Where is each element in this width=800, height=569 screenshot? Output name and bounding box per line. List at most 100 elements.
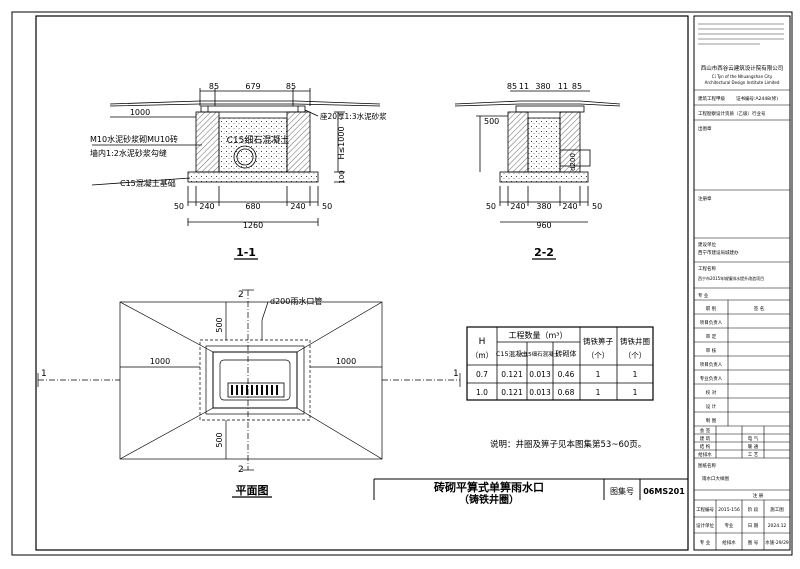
sign-header-name: 签 名 — [754, 305, 764, 312]
cut-2-top: 2 — [238, 290, 244, 300]
coop-cell: 电 气 — [748, 435, 759, 442]
dim-bottom-3: 680 — [245, 202, 260, 211]
stage-label: 专 业 — [698, 292, 709, 299]
stamp-label: 注 册 — [753, 492, 764, 499]
grate-bar — [271, 385, 273, 395]
section-1-1 — [91, 88, 381, 226]
footer-cell: 阶 段 — [748, 506, 759, 513]
cert-no: 证书编号:A2448(修) — [736, 95, 778, 102]
table-cell: 1 — [596, 388, 601, 397]
project-label: 工程名称 — [698, 265, 716, 272]
col-c15-fine: C15细石混凝土 — [521, 350, 560, 358]
table-cell: 0.7 — [476, 370, 488, 379]
table-cell: 0.013 — [529, 370, 551, 379]
drawing-note: 说明：井圈及箅子见本图集第53~60页。 — [490, 439, 646, 450]
plan-dim-top: 500 — [215, 317, 224, 332]
grate-bar — [261, 385, 263, 395]
dim22-top-1: 85 — [507, 82, 517, 91]
quantity-table — [466, 326, 654, 401]
base-height: 100 — [338, 170, 346, 183]
coop-label: 会 签 — [700, 427, 711, 434]
footer-cell: 2015-156 — [718, 507, 740, 513]
footer-cell: 设计单位 — [696, 522, 714, 529]
footer-cell: 工程编号 — [696, 506, 714, 513]
client: 西宁市建设局城建办 — [698, 249, 739, 256]
drawing-frame — [35, 15, 689, 551]
col-ring: 铸铁井圈 — [620, 336, 650, 346]
drawing-title-box — [373, 478, 688, 500]
plan-dim-bottom: 500 — [215, 432, 224, 447]
col-h: H — [479, 337, 486, 347]
drawing-title-1: 砖砌平算式单箅雨水口 — [434, 480, 544, 494]
cut-2-bottom: 2 — [238, 465, 244, 475]
dim22-top-4: 11 — [558, 82, 568, 91]
table-cell: 1 — [633, 388, 638, 397]
quantity-table-text: H （m） 工程数量（m³） C15混凝土 C15细石混凝土 砖砌体 铸铁箅子 … — [471, 330, 650, 397]
sign-row: 项目负责人 — [700, 361, 723, 368]
grate-bar — [241, 385, 243, 395]
plan-title: 平面图 — [236, 484, 269, 497]
dim-bottom-5: 50 — [322, 202, 332, 211]
fill-label: C15细石混凝土 — [227, 134, 290, 146]
sign-header-role: 职 别 — [706, 305, 717, 312]
col-brick: 砖砌体 — [556, 349, 577, 358]
footer-cell: 日 期 — [748, 523, 759, 529]
footer-cell: 专 业 — [700, 539, 711, 546]
plan-text: 2 2 1 1 d200雨水口管 1000 1000 500 500 平面图 — [41, 290, 459, 497]
col-grate: 铸铁箅子 — [583, 336, 613, 346]
section-label-22: 2-2 — [534, 246, 554, 259]
side-height: 500 — [484, 117, 499, 126]
plan-dim-left: 1000 — [150, 357, 170, 366]
table-cell: 0.013 — [529, 388, 551, 397]
cut-1-right: 1 — [453, 369, 459, 379]
dim-left-width: 1000 — [130, 108, 150, 117]
plan-view — [37, 289, 461, 471]
sign-row: 项目负责人 — [700, 319, 723, 326]
col-c15: C15混凝土 — [496, 349, 529, 358]
dim-bottom-1: 50 — [174, 202, 184, 211]
footer-cell: 给排水 — [722, 539, 736, 546]
dim22-bottom-5: 50 — [592, 202, 602, 211]
table-cell: 0.46 — [558, 370, 575, 379]
coop-cell: 给排水 — [698, 451, 712, 458]
dim22-bottom-2: 240 — [510, 202, 525, 211]
table-cell: 1.0 — [476, 388, 488, 397]
company-en-2: Architectural Design Institute Limited — [705, 80, 780, 85]
cert: 建筑工程甲级 — [698, 95, 725, 102]
table-cell: 1 — [633, 370, 638, 379]
section-label: 1-1 — [236, 246, 256, 259]
dim-bottom-2: 240 — [199, 202, 214, 211]
footer-cell: 专业 — [725, 522, 734, 529]
dim-top-3: 85 — [286, 82, 296, 91]
company-name: 西山市西谷云建筑设计院有限公司 — [701, 64, 784, 72]
base-label: C15混凝土基础 — [120, 178, 176, 188]
dim22-bottom-1: 50 — [486, 202, 496, 211]
footer-cell: 图 号 — [748, 540, 759, 546]
footer-cell: 2024.12 — [768, 523, 787, 529]
title-block-notes — [698, 23, 784, 45]
atlas-no: 06MS201 — [643, 487, 685, 496]
grate-bar — [276, 385, 278, 395]
section-2-2-text: 85 11 380 11 85 500 d200 50 240 380 240 … — [484, 82, 602, 259]
col-ring-unit: （个） — [624, 351, 647, 360]
table-cell: 1 — [596, 370, 601, 379]
reg-seal: 注册章 — [698, 195, 712, 202]
plan-grate — [227, 382, 285, 398]
dim22-bottom-3: 380 — [536, 202, 551, 211]
col-grate-unit: （个） — [587, 351, 610, 360]
grate-bar — [231, 385, 233, 395]
dim22-top-2: 11 — [519, 82, 529, 91]
grate-bar — [236, 385, 238, 395]
table-cell: 0.121 — [501, 370, 523, 379]
title-block — [693, 15, 791, 551]
height-label: H≤1000 — [337, 126, 346, 159]
section-1-1-text: 85 679 85 1000 C15细石混凝土 座20厚1:3水泥砂浆 M10水… — [90, 82, 387, 259]
total-width-22: 960 — [536, 221, 551, 230]
design-scope: 工程勘察设计资质（乙级）行业号 — [698, 110, 766, 117]
plan-dim-right: 1000 — [336, 357, 356, 366]
pipe-d200: d200 — [569, 153, 577, 171]
grate-bar — [256, 385, 258, 395]
outer-frame — [11, 11, 793, 556]
